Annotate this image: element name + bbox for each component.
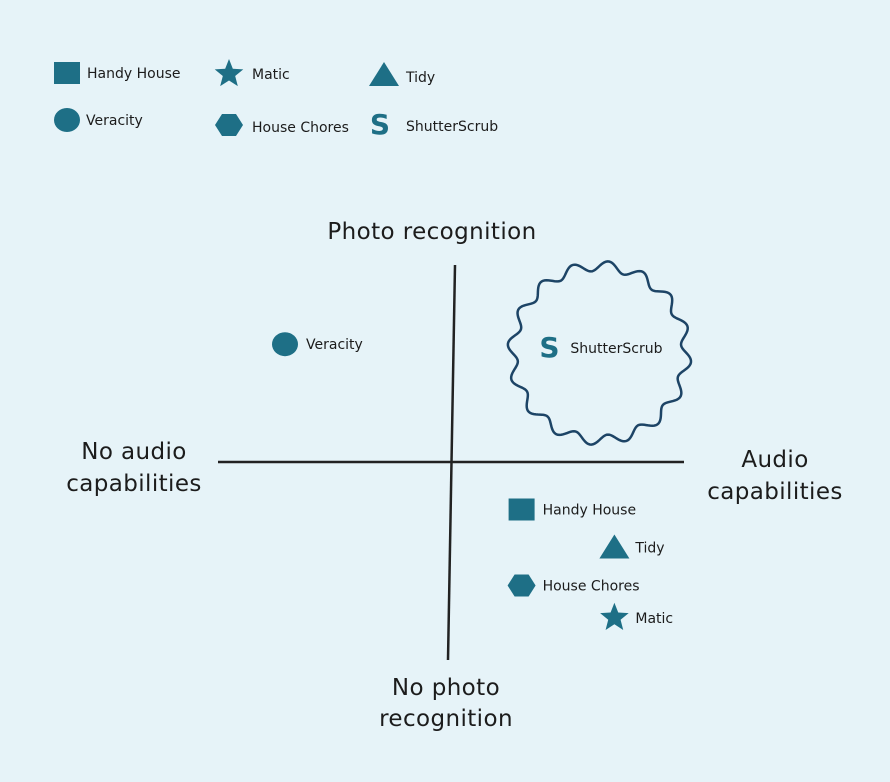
veracity-marker: [272, 332, 298, 357]
left-axis-label-line-1: No audio: [81, 439, 187, 465]
axes: [218, 264, 684, 661]
circle-icon: [54, 108, 80, 132]
bottom-axis-label-line-2: recognition: [379, 706, 513, 732]
top-axis-label: Photo recognition: [327, 219, 536, 245]
svg-text:S: S: [539, 331, 559, 364]
legend-item-shutterscrub: S ShutterScrub: [370, 108, 498, 141]
legend-item-handy-house: Handy House: [54, 62, 180, 84]
triangle-icon: [369, 62, 399, 86]
point-label: House Chores: [543, 579, 640, 595]
square-icon: [54, 62, 80, 84]
legend-label: Tidy: [405, 70, 435, 86]
right-axis-label-line-2: capabilities: [707, 479, 843, 505]
legend: Handy House Matic Tidy Veracity House Ch…: [54, 59, 498, 141]
data-point-shutterscrub: S ShutterScrub: [539, 331, 662, 364]
point-label: Handy House: [543, 503, 636, 519]
data-point-veracity: Veracity: [272, 332, 363, 357]
point-label: Matic: [635, 611, 673, 627]
point-label: Tidy: [634, 541, 664, 557]
right-axis-label-line-1: Audio: [741, 447, 808, 473]
hexagon-icon: [215, 114, 243, 136]
tidy-marker: [599, 534, 630, 559]
left-axis-label-line-2: capabilities: [66, 471, 202, 497]
data-point-handy-house: Handy House: [508, 498, 636, 521]
handy-house-marker: [508, 498, 535, 521]
legend-label: Matic: [252, 67, 290, 83]
legend-label: Veracity: [86, 113, 143, 129]
point-label: ShutterScrub: [570, 341, 662, 357]
legend-label: Handy House: [87, 66, 180, 82]
bottom-axis-label-line-1: No photo: [392, 675, 500, 701]
s-letter-icon: S: [370, 108, 390, 141]
axis-labels: Photo recognition No photo recognition N…: [66, 219, 843, 732]
legend-item-tidy: Tidy: [369, 62, 435, 86]
point-label: Veracity: [306, 337, 363, 353]
svg-text:S: S: [370, 108, 390, 141]
house-chores-marker: [507, 574, 536, 597]
legend-label: ShutterScrub: [406, 119, 498, 135]
star-icon: [214, 59, 244, 87]
data-point-matic: Matic: [600, 602, 673, 630]
data-point-house-chores: House Chores: [507, 574, 640, 597]
legend-item-matic: Matic: [214, 59, 290, 87]
data-point-tidy: Tidy: [599, 534, 665, 559]
legend-label: House Chores: [252, 120, 349, 136]
matic-marker: [600, 602, 629, 630]
highlight-circle: [506, 260, 693, 446]
legend-item-house-chores: House Chores: [215, 114, 349, 136]
legend-item-veracity: Veracity: [54, 108, 143, 132]
shutterscrub-marker: S: [539, 331, 559, 364]
